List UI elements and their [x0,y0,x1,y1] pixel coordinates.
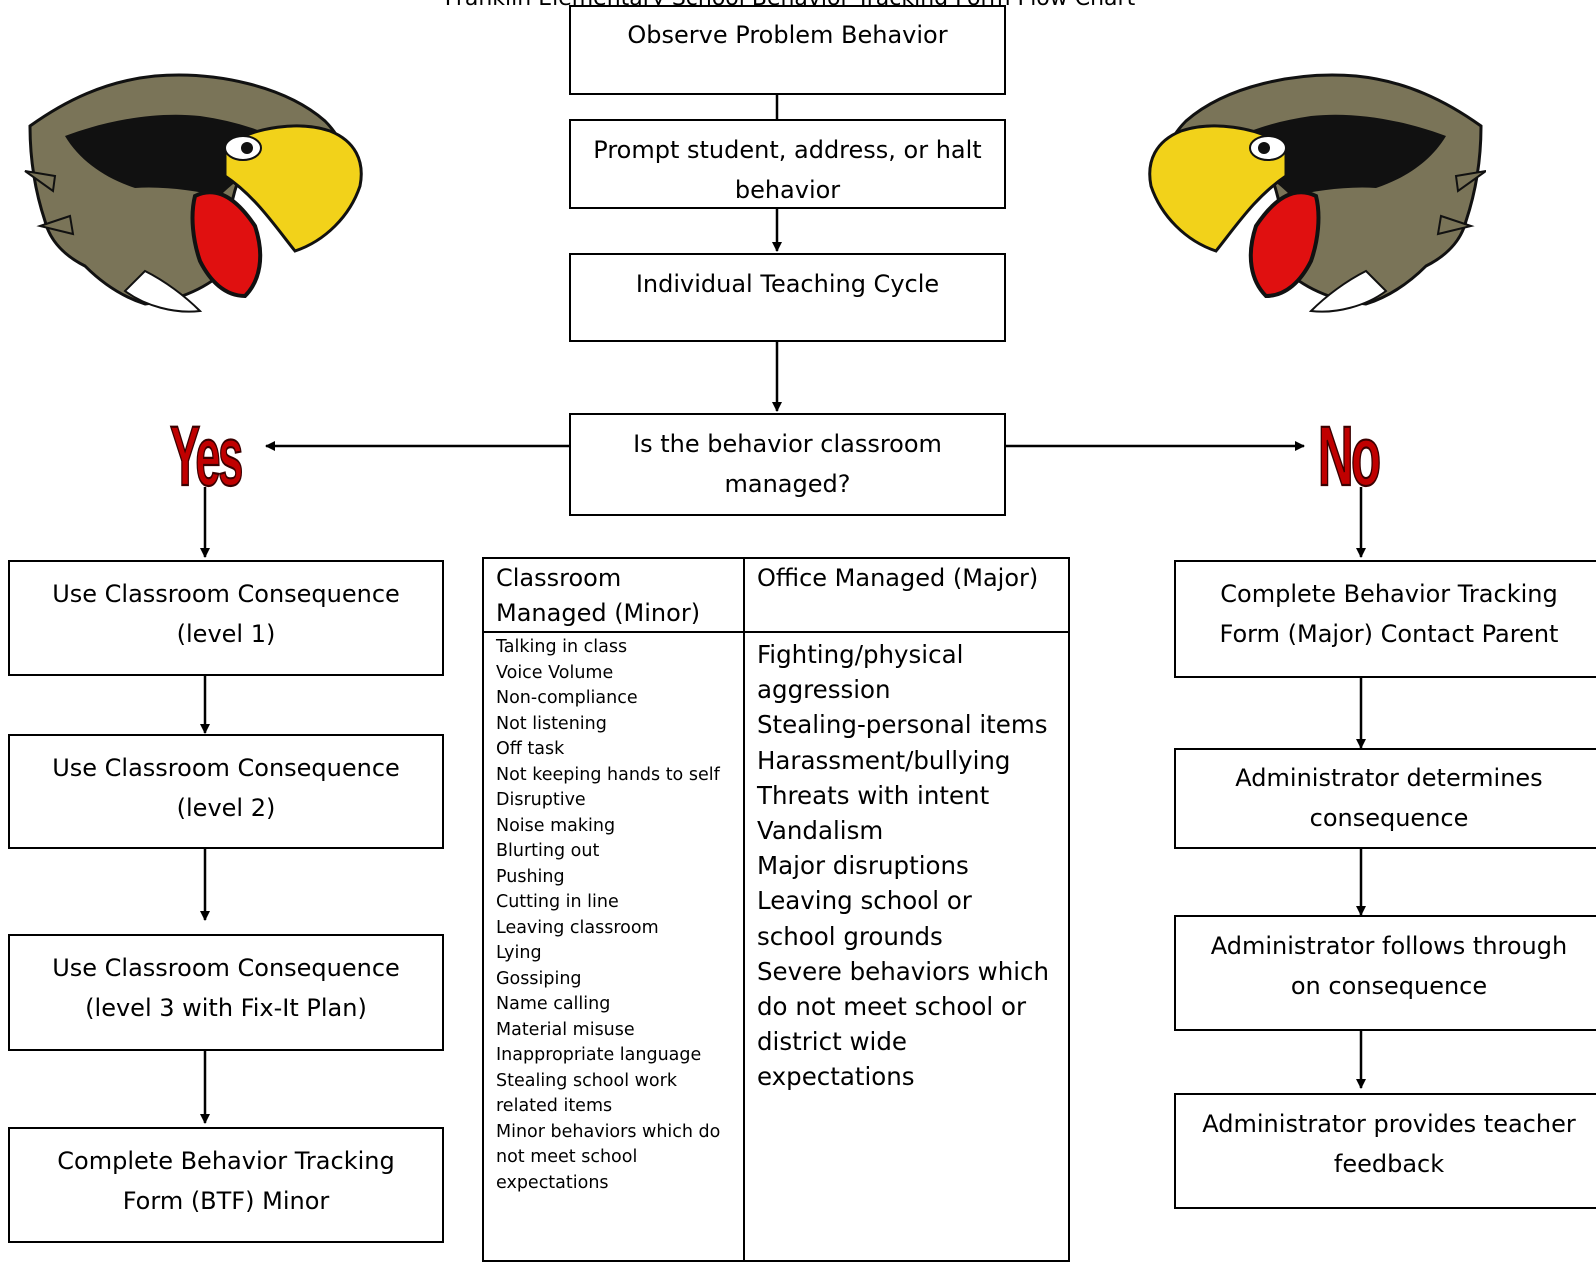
minor-behavior-item: Noise making [496,815,616,836]
step-teaching-label: Individual Teaching Cycle [635,270,940,298]
yes-step-2: Use Classroom Consequence (level 2) [8,734,444,849]
major-header: Office Managed (Major) [743,557,1070,633]
minor-behavior-item: Not listening [496,713,607,734]
minor-behavior-item: Material misuse [496,1019,635,1040]
hawk-mascot-right-icon [1148,73,1486,313]
minor-behavior-item: Disruptive [496,790,586,810]
minor-behavior-item: Non-compliance [496,688,638,708]
hawk-mascot-left-icon [24,73,363,313]
no-step-4-line2: feedback [1333,1150,1445,1178]
yes-step-1-line2: (level 1) [176,620,276,648]
no-step-2-line2: consequence [1309,804,1469,832]
yes-step-1-line1: Use Classroom Consequence [52,580,400,608]
no-step-2: Administrator determines consequence [1174,748,1596,849]
minor-behavior-item: Pushing [496,866,565,887]
major-behavior-item: Major disruptions [757,851,969,881]
step-observe-label: Observe Problem Behavior [627,21,948,49]
minor-behavior-item: Inappropriate language [496,1045,702,1065]
yes-step-3-line1: Use Classroom Consequence [52,954,400,982]
major-behavior-item: Threats with intent [757,780,990,810]
yes-label: Yes [169,409,243,505]
minor-behavior-item: Gossiping [496,968,582,989]
yes-step-4-line1: Complete Behavior Tracking [57,1147,395,1175]
no-step-1-line1: Complete Behavior Tracking [1220,580,1558,608]
minor-behavior-item: Voice Volume [496,662,614,683]
no-step-3-line1: Administrator follows through [1210,932,1568,960]
behavior-table: Classroom Managed (Minor) Office Managed… [482,557,1070,1262]
yes-step-4-line2: Form (BTF) Minor [122,1187,330,1215]
major-behavior-item: Stealing-personal items [757,710,1048,740]
major-behavior-item: Fighting/physical aggression [757,640,964,705]
major-behavior-item: Harassment/bullying [757,745,1011,775]
no-step-1: Complete Behavior Tracking Form (Major) … [1174,560,1596,678]
minor-behavior-item: Lying [496,943,542,963]
minor-behavior-item: Not keeping hands to self [496,764,720,785]
minor-behavior-item: Off task [496,739,565,759]
minor-behavior-item: Stealing school work related items [496,1070,677,1117]
no-step-4: Administrator provides teacher feedback [1174,1093,1596,1209]
yes-step-2-line2: (level 2) [176,794,276,822]
yes-step-2-line1: Use Classroom Consequence [52,754,400,782]
step-prompt-label: Prompt student, address, or halt behavio… [593,136,982,204]
minor-behavior-item: Minor behaviors which do not meet school… [496,1121,721,1193]
step-prompt-box: Prompt student, address, or halt behavio… [569,119,1006,209]
minor-behavior-item: Blurting out [496,841,600,861]
no-step-1-line2: Form (Major) Contact Parent [1219,620,1559,648]
decision-line2: managed? [724,470,851,498]
minor-behavior-item: Talking in class [496,637,628,657]
minor-behavior-item: Cutting in line [496,892,619,912]
no-step-3: Administrator follows through on consequ… [1174,915,1596,1031]
yes-step-3: Use Classroom Consequence (level 3 with … [8,934,444,1051]
yes-step-4: Complete Behavior Tracking Form (BTF) Mi… [8,1127,444,1243]
step-observe-box: Observe Problem Behavior [569,5,1006,95]
no-step-3-line2: on consequence [1290,972,1488,1000]
no-step-2-line1: Administrator determines [1235,764,1543,792]
decision-box: Is the behavior classroom managed? [569,413,1006,516]
no-step-4-line1: Administrator provides teacher [1202,1110,1576,1138]
minor-header: Classroom Managed (Minor) [482,557,745,633]
major-behavior-item: Severe behaviors which do not meet schoo… [757,956,1050,1092]
no-label: No [1317,409,1381,505]
yes-step-1: Use Classroom Consequence (level 1) [8,560,444,676]
step-teaching-box: Individual Teaching Cycle [569,253,1006,342]
minor-behavior-item: Name calling [496,994,611,1014]
yes-step-3-line2: (level 3 with Fix-It Plan) [85,994,367,1022]
major-behavior-item: Leaving school or school grounds [757,886,972,951]
decision-line1: Is the behavior classroom [633,430,942,458]
major-behavior-item: Vandalism [757,816,884,846]
minor-behavior-item: Leaving classroom [496,917,659,938]
